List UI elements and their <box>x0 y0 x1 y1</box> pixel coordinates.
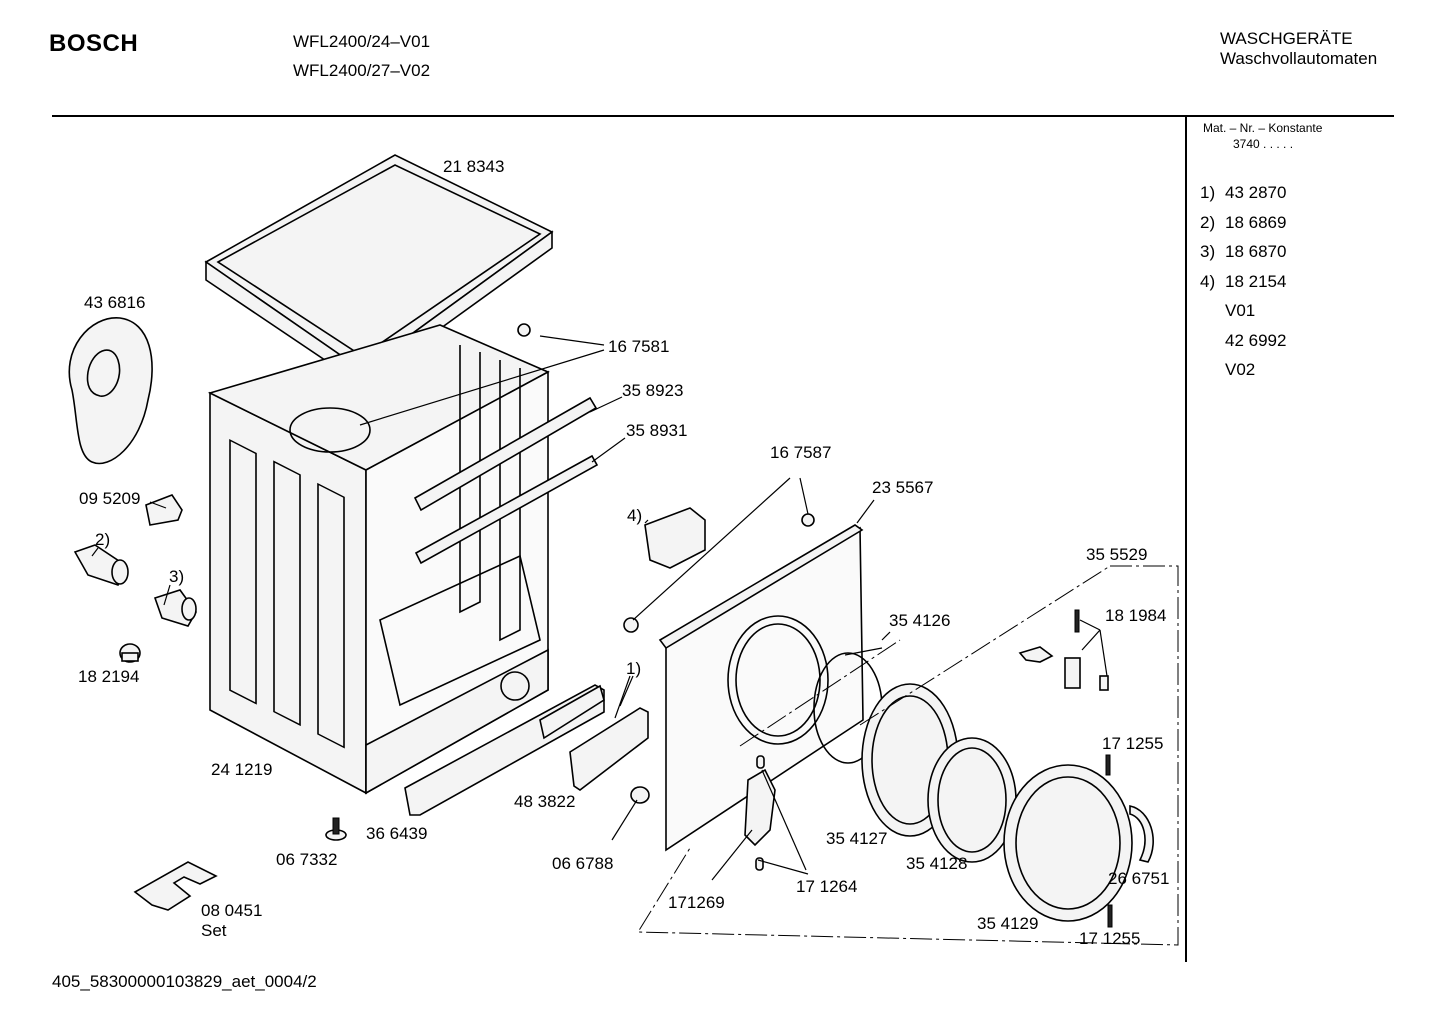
part-label: 171269 <box>668 893 725 912</box>
assembly-outline <box>637 565 1179 946</box>
variant-list: 1)43 2870 2)18 6869 3)18 6870 4)18 2154 … <box>1200 178 1286 385</box>
part-label: 35 4126 <box>889 611 951 630</box>
part-label: 18 2194 <box>78 667 140 686</box>
sidebar-divider <box>1185 117 1187 962</box>
part-label: Set <box>201 921 227 940</box>
leader-lines <box>91 335 1108 881</box>
model-number-1: WFL2400/24–V01 <box>293 32 431 51</box>
hinge-small-parts <box>1018 609 1113 928</box>
brand-logo: BOSCH <box>49 30 139 57</box>
part-label: 18 1984 <box>1105 606 1167 625</box>
detergent-drawer-part <box>404 684 649 816</box>
list-item: V02 <box>1225 360 1256 379</box>
part-label: 16 7587 <box>770 443 832 462</box>
category-subtitle: Waschvollautomaten <box>1220 49 1378 68</box>
part-label: 35 8931 <box>626 421 688 440</box>
part-label: 23 5567 <box>872 478 934 497</box>
list-item: 3)18 6870 <box>1200 242 1287 261</box>
mat-nr-value: 3740 . . . . . <box>1233 137 1294 151</box>
part-label: 35 4128 <box>906 854 968 873</box>
header-divider <box>52 115 1394 117</box>
part-label: 08 0451 <box>201 901 263 920</box>
part-label: 35 5529 <box>1086 545 1148 564</box>
part-label: 4) <box>627 506 643 525</box>
part-label: 1) <box>626 659 642 678</box>
part-label: 35 8923 <box>622 381 684 400</box>
cabinet-part <box>207 324 550 795</box>
part-label: 17 1255 <box>1102 734 1164 753</box>
part-label: 17 1264 <box>796 877 858 896</box>
door-catch-part <box>744 755 776 871</box>
list-item: V01 <box>1225 301 1256 320</box>
part-label: 21 8343 <box>443 157 505 176</box>
list-item: 4)18 2154 <box>1200 271 1287 291</box>
cross-brace-parts <box>413 396 599 565</box>
part-label: 2) <box>95 530 111 549</box>
part-label: 35 4127 <box>826 829 888 848</box>
part-label: 16 7581 <box>608 337 670 356</box>
foot-parts <box>133 817 347 911</box>
list-item: 42 6992 <box>1225 330 1287 350</box>
document-code: 405_58300000103829_aet_0004/2 <box>52 972 317 991</box>
part-label: 24 1219 <box>211 760 273 779</box>
front-panel-part <box>658 524 864 852</box>
part-label: 06 6788 <box>552 854 614 873</box>
part-label: 35 4129 <box>977 914 1039 933</box>
hinge-lock-parts <box>517 323 815 804</box>
mat-nr-label: Mat. – Nr. – Konstante <box>1203 121 1323 135</box>
part-label: 17 1255 <box>1079 929 1141 948</box>
rear-cover-part <box>68 317 153 465</box>
list-item: 2)18 6869 <box>1200 212 1287 232</box>
category-title: WASCHGERÄTE <box>1220 29 1353 48</box>
part-label: 06 7332 <box>276 850 338 869</box>
part-label: 3) <box>169 567 185 586</box>
part-label: 26 6751 <box>1108 869 1170 888</box>
door-ring-parts <box>813 647 1154 922</box>
part-label: 09 5209 <box>79 489 141 508</box>
model-number-2: WFL2400/27–V02 <box>293 61 431 80</box>
part-label: 43 6816 <box>84 293 146 312</box>
part-label: 36 6439 <box>366 824 428 843</box>
part-label: 48 3822 <box>514 792 576 811</box>
list-item: 1)43 2870 <box>1200 183 1287 202</box>
